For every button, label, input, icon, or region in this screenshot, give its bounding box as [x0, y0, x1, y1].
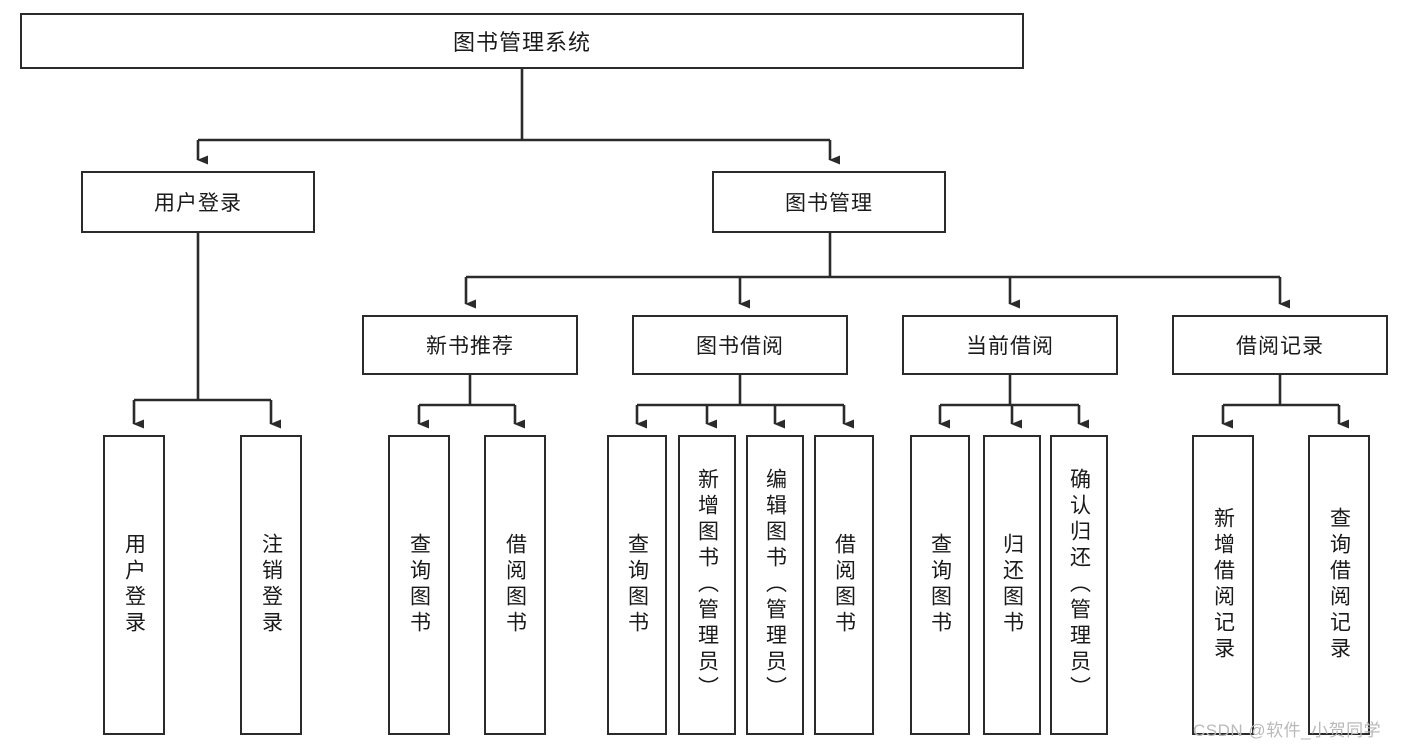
- node-leaf-query-book-rec-label: 查询图书: [407, 533, 431, 637]
- node-current-borrow-label: 当前借阅: [966, 335, 1054, 358]
- node-leaf-query-book-borrow[interactable]: 查询图书: [607, 435, 667, 735]
- node-leaf-add-record-label: 新增借阅记录: [1211, 507, 1235, 663]
- node-leaf-borrow-book-rec-label: 借阅图书: [503, 533, 527, 637]
- node-borrow-record-label: 借阅记录: [1236, 335, 1324, 358]
- node-leaf-return-book[interactable]: 归还图书: [983, 435, 1041, 735]
- node-leaf-borrow-book[interactable]: 借阅图书: [814, 435, 874, 735]
- node-leaf-user-login[interactable]: 用户登录: [103, 435, 165, 735]
- node-leaf-add-book-label: 新增图书（管理员）: [695, 468, 719, 702]
- node-user-login-label: 用户登录: [154, 192, 242, 215]
- node-book-borrow[interactable]: 图书借阅: [632, 315, 848, 375]
- csdn-watermark: CSDN @软件_小贺同学: [1193, 721, 1382, 740]
- node-leaf-query-book-current[interactable]: 查询图书: [910, 435, 970, 735]
- node-leaf-add-record[interactable]: 新增借阅记录: [1192, 435, 1254, 735]
- node-current-borrow[interactable]: 当前借阅: [902, 315, 1118, 375]
- node-leaf-query-book-current-label: 查询图书: [928, 533, 952, 637]
- node-leaf-confirm-return-label: 确认归还（管理员）: [1067, 468, 1091, 702]
- node-leaf-add-book[interactable]: 新增图书（管理员）: [678, 435, 736, 735]
- node-leaf-logout-label: 注销登录: [259, 533, 283, 637]
- node-leaf-query-record[interactable]: 查询借阅记录: [1308, 435, 1370, 735]
- node-book-manage[interactable]: 图书管理: [712, 171, 946, 233]
- node-leaf-confirm-return[interactable]: 确认归还（管理员）: [1050, 435, 1108, 735]
- node-leaf-edit-book-label: 编辑图书（管理员）: [763, 468, 787, 702]
- node-leaf-return-book-label: 归还图书: [1000, 533, 1024, 637]
- node-book-manage-label: 图书管理: [785, 192, 873, 215]
- node-root-label: 图书管理系统: [452, 30, 591, 55]
- node-leaf-query-record-label: 查询借阅记录: [1327, 507, 1351, 663]
- node-leaf-user-login-label: 用户登录: [122, 533, 146, 637]
- node-leaf-query-book-borrow-label: 查询图书: [625, 533, 649, 637]
- node-leaf-edit-book[interactable]: 编辑图书（管理员）: [746, 435, 804, 735]
- node-leaf-borrow-book-rec[interactable]: 借阅图书: [484, 435, 546, 735]
- node-leaf-query-book-rec[interactable]: 查询图书: [388, 435, 450, 735]
- node-leaf-logout[interactable]: 注销登录: [240, 435, 302, 735]
- node-leaf-borrow-book-label: 借阅图书: [832, 533, 856, 637]
- node-user-login[interactable]: 用户登录: [81, 171, 315, 233]
- node-root[interactable]: 图书管理系统: [20, 13, 1024, 69]
- node-new-book-rec[interactable]: 新书推荐: [362, 315, 578, 375]
- node-book-borrow-label: 图书借阅: [696, 335, 784, 358]
- node-new-book-rec-label: 新书推荐: [426, 335, 514, 358]
- node-borrow-record[interactable]: 借阅记录: [1172, 315, 1388, 375]
